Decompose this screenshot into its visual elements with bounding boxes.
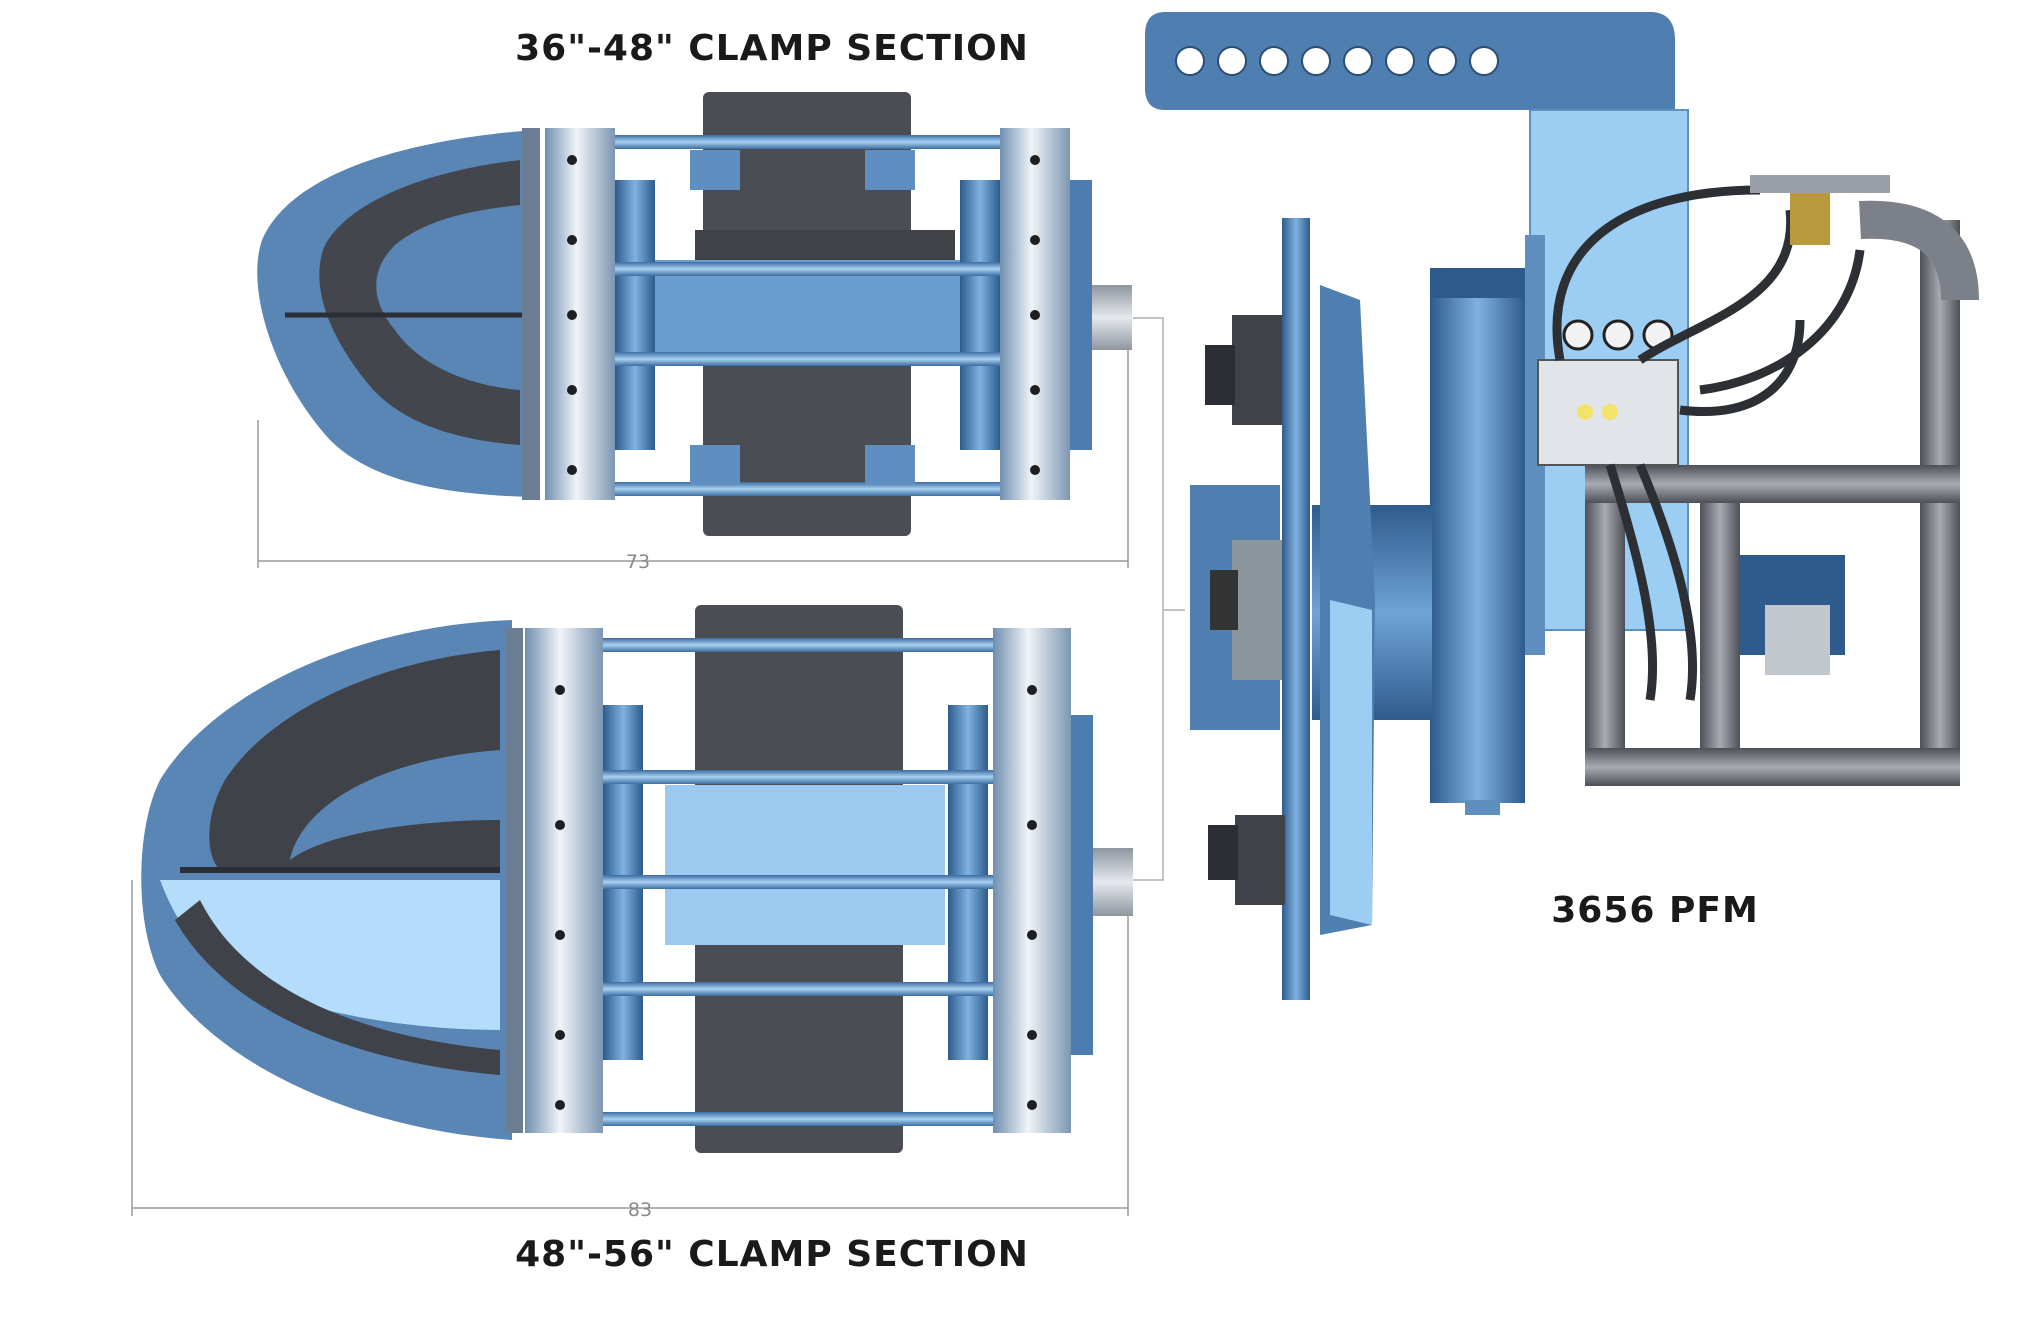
tie-rod [603,875,993,889]
lifting-holes [1175,46,1499,76]
pfm-title: 3656 PFM [1551,890,1759,931]
jaw-arm-light [160,880,500,1030]
clamp-ring [525,628,603,1133]
tie-rod [603,770,993,784]
tie-rod [615,352,1000,366]
shaft-stub [1093,848,1133,916]
dimension-value-bottom: 83 [628,1199,652,1221]
tie-rod [615,262,1000,276]
dimension-top [257,350,1129,568]
tie-rod [603,1112,993,1126]
clamp-section-36-48 [257,92,1132,536]
tie-rod [615,482,1000,496]
drive-motor [1190,485,1282,730]
valve-block [1790,185,1830,245]
jaw-arm [209,650,500,870]
jaw-arm [319,160,520,445]
pipe-frame [1585,200,1979,786]
pfm-assembly [1145,12,1979,1000]
tie-rod [615,135,1000,149]
cutter-motor [1205,315,1282,425]
tie-rod [603,982,993,996]
top-clamp-title: 36"-48" CLAMP SECTION [515,28,1029,69]
clamp-ring [545,128,615,500]
clamp-ring [993,628,1071,1133]
feed-motor [1208,815,1285,905]
bottom-clamp-title: 48"-56" CLAMP SECTION [515,1234,1029,1275]
pressure-gauges [1562,319,1674,351]
tie-rod [603,638,993,652]
faceplate [1282,218,1310,1000]
hydraulic-hoses [1552,185,1865,701]
dimension-value-top: 73 [626,551,650,573]
dimension-bottom [131,880,1129,1216]
shaft-stub [1092,285,1132,350]
gearbox-housing [1430,268,1525,803]
clamp-section-48-56 [141,605,1133,1153]
